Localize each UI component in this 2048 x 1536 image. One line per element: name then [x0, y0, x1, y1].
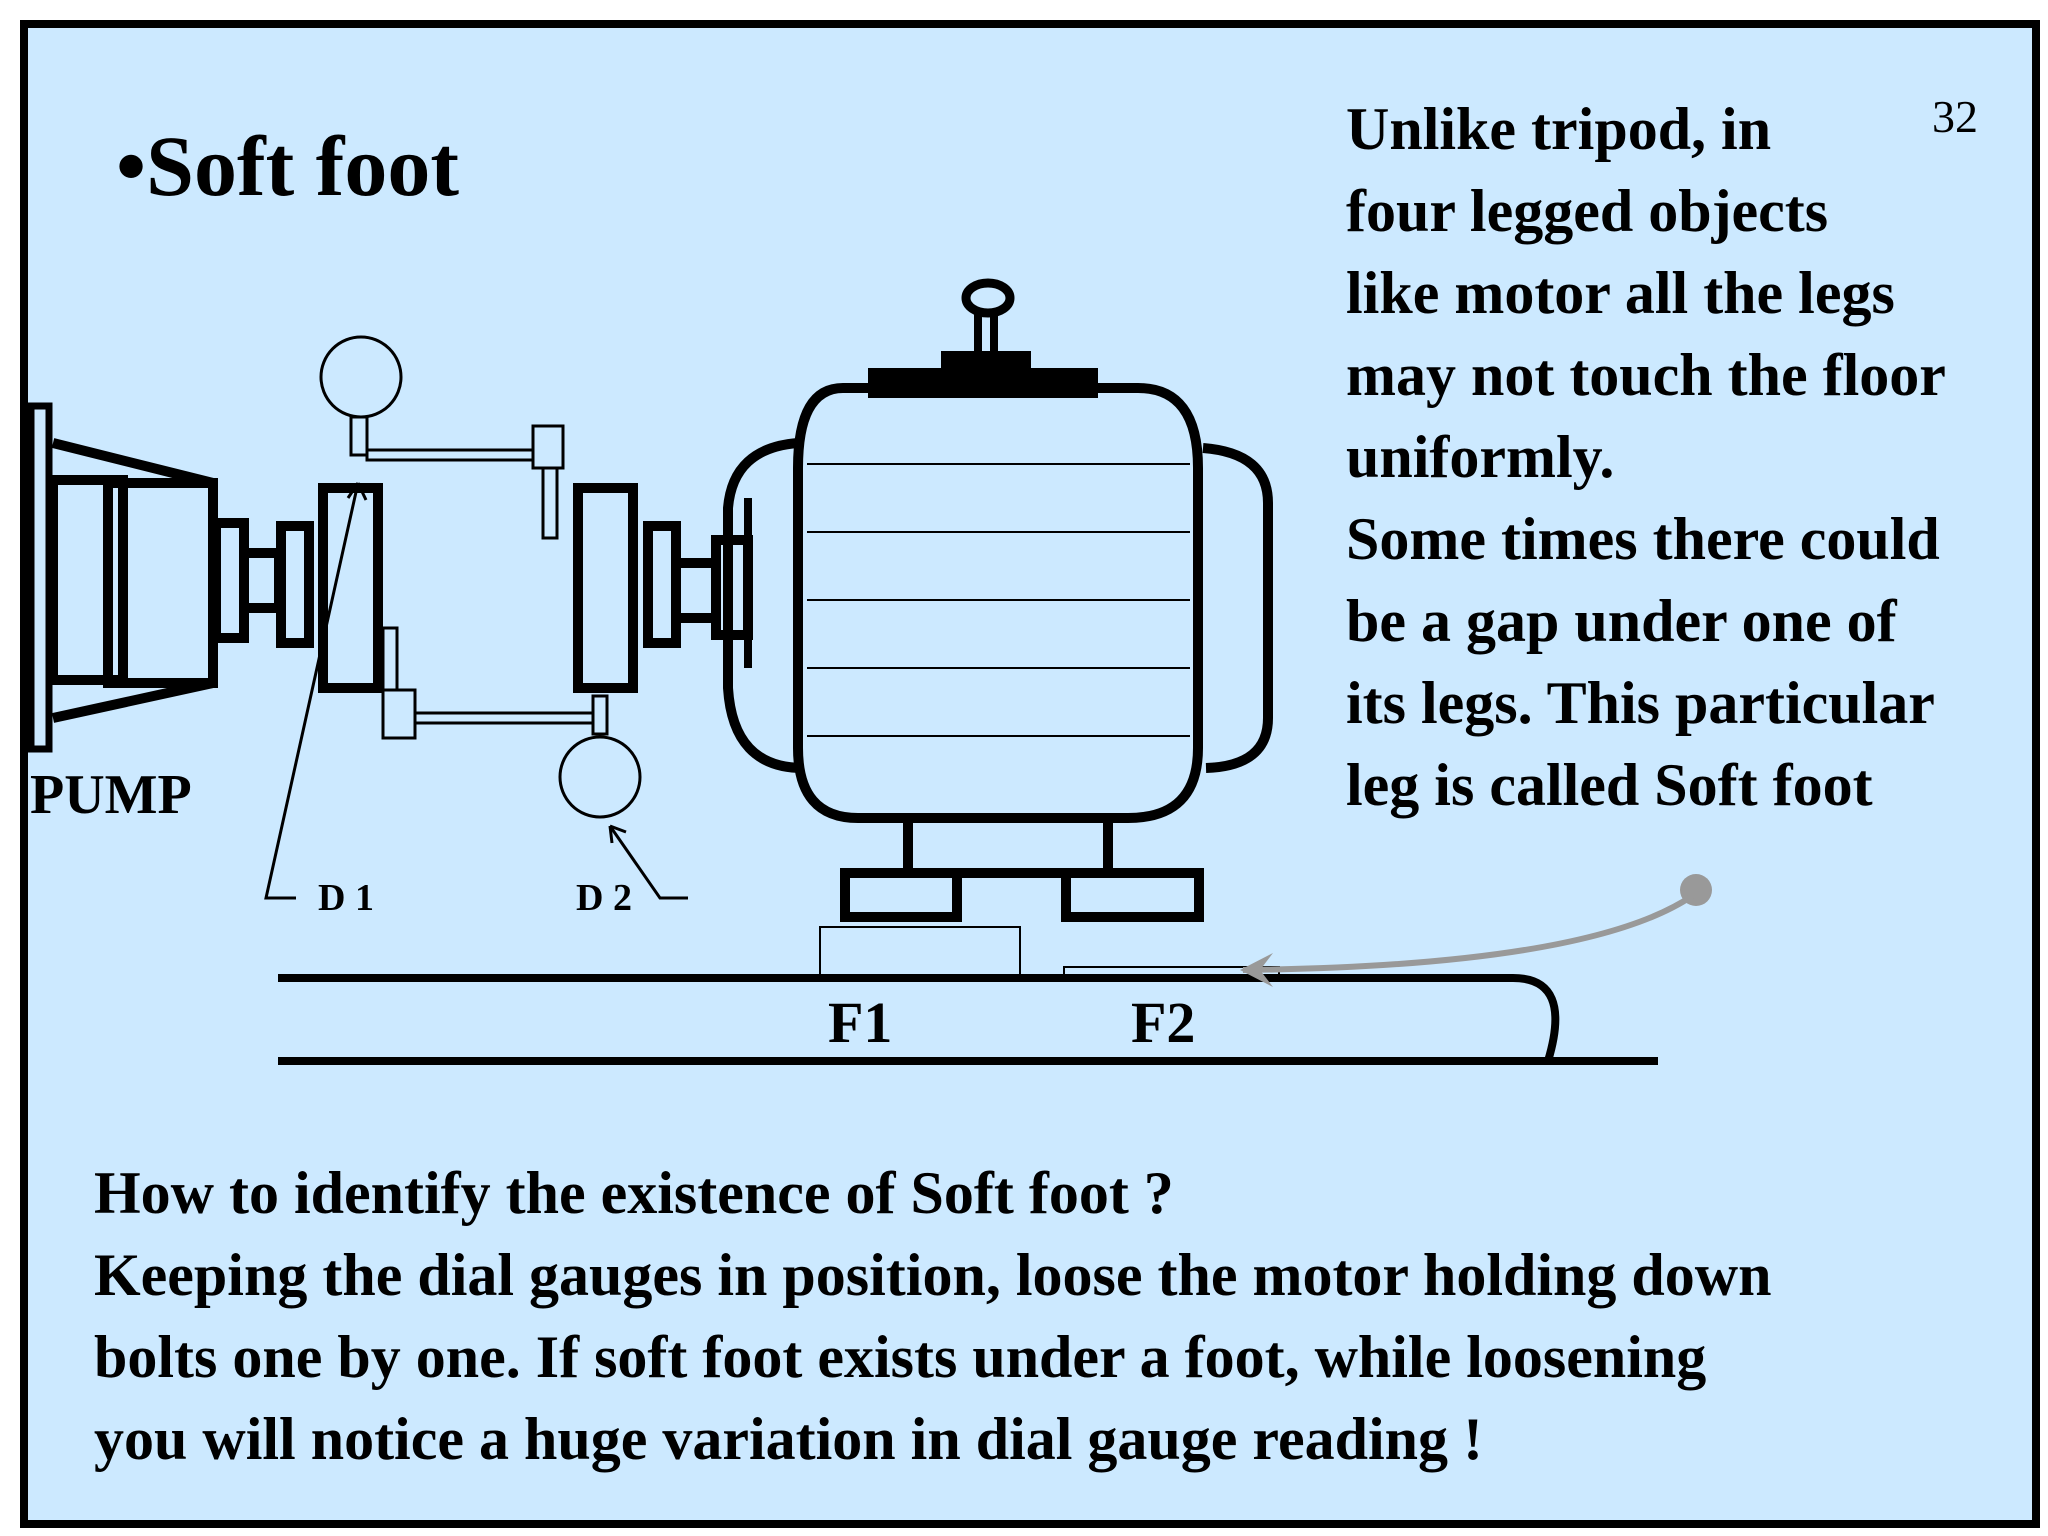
base-plate [278, 974, 1658, 1065]
soft-foot-pointer-arrow [1240, 874, 1712, 987]
identification-text: How to identify the existence of Soft fo… [94, 1152, 1771, 1480]
dial-1-label: D 1 [318, 877, 374, 919]
description-line: like motor all the legs [1346, 260, 1895, 326]
foot-1-label: F1 [828, 990, 892, 1055]
motor [723, 278, 1280, 979]
answer-line: Keeping the dial gauges in position, loo… [94, 1242, 1772, 1308]
description-line: be a gap under one of [1346, 588, 1897, 654]
description-text: Unlike tripod, in four legged objects li… [1346, 88, 2032, 826]
soft-foot-diagram: PUMP D 1 D 2 F1 F2 [28, 278, 1712, 1065]
description-line: may not touch the floor [1346, 342, 1946, 408]
description-line: Some times there could [1346, 506, 1940, 572]
foot-2-label: F2 [1131, 990, 1195, 1055]
description-line: its legs. This particular [1346, 670, 1935, 736]
dial-pointers [264, 482, 688, 900]
answer-line: you will notice a huge variation in dial… [94, 1406, 1483, 1472]
question-line: How to identify the existence of Soft fo… [94, 1160, 1174, 1226]
description-line: Unlike tripod, in [1346, 96, 1772, 162]
description-line: leg is called Soft foot [1346, 752, 1873, 818]
answer-line: bolts one by one. If soft foot exists un… [94, 1324, 1707, 1390]
page-number: 32 [1932, 91, 1978, 142]
dial-2-label: D 2 [576, 877, 632, 919]
slide-title: •Soft foot [116, 118, 459, 214]
description-line: uniformly. [1346, 424, 1615, 490]
motor-coupling [573, 483, 753, 693]
description-line: four legged objects [1346, 178, 1829, 244]
pump [28, 402, 383, 753]
dial-gauge-assembly [319, 335, 642, 819]
slide: PUMP D 1 D 2 F1 F2 •Soft foot 32 Unlike … [20, 20, 2040, 1528]
pump-label: PUMP [30, 764, 192, 826]
